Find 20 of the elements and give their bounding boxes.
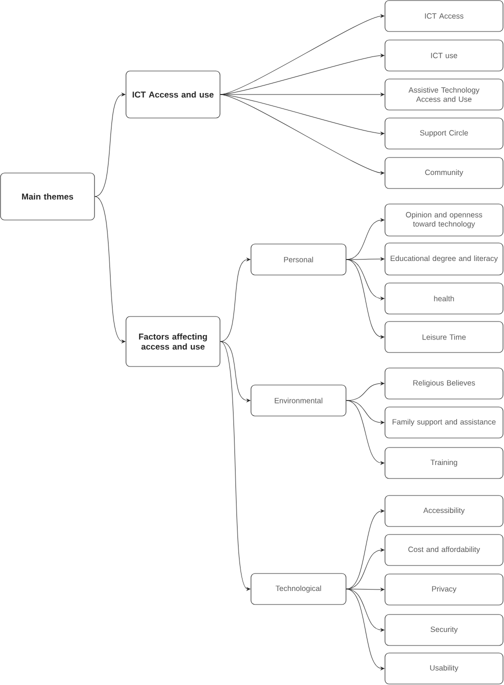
arrow bbox=[220, 341, 250, 402]
arrow bbox=[346, 588, 384, 632]
arrow bbox=[94, 196, 126, 344]
arrow bbox=[346, 400, 384, 465]
arrow bbox=[346, 259, 384, 300]
arrow bbox=[346, 257, 384, 261]
arrow bbox=[346, 509, 384, 590]
arrow bbox=[346, 382, 384, 401]
arrow bbox=[346, 588, 384, 592]
arrow bbox=[220, 258, 250, 342]
arrow bbox=[220, 92, 384, 96]
arrow bbox=[220, 94, 384, 175]
arrow bbox=[220, 341, 250, 591]
arrow bbox=[346, 259, 384, 339]
topic-box: Factors affecting access and use bbox=[126, 316, 220, 367]
arrow bbox=[220, 94, 384, 136]
topic-box: Main themes bbox=[0, 172, 95, 220]
topic-box: ICT Access and use bbox=[126, 70, 220, 118]
arrow bbox=[94, 92, 126, 197]
arrow bbox=[346, 588, 384, 670]
